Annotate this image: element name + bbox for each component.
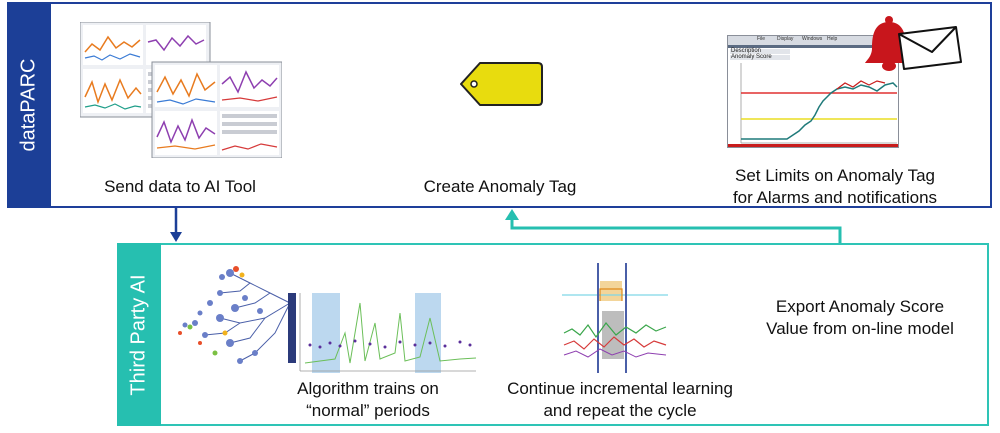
caption-line: Algorithm trains on	[297, 379, 439, 398]
caption-line: and repeat the cycle	[543, 401, 697, 420]
incremental-learning-chart	[562, 263, 668, 373]
series-label: Anomaly Score	[731, 54, 772, 60]
training-visualization	[160, 263, 478, 373]
envelope-icon	[896, 24, 964, 70]
step-create-tag-caption: Create Anomaly Tag	[423, 177, 577, 196]
caption-line: Set Limits on Anomaly Tag	[734, 166, 935, 185]
arrow-up-to-dataparc	[505, 209, 842, 243]
third-party-band: Third Party AI	[117, 243, 161, 426]
arrow-down-to-ai	[170, 208, 182, 242]
caption-line: “normal” periods	[306, 401, 430, 420]
step-send-data-caption: Send data to AI Tool	[104, 177, 256, 196]
caption-line: for Alarms and notifications	[732, 188, 938, 207]
caption-line: Export Anomaly Score	[775, 297, 945, 316]
tag-icon	[458, 60, 544, 108]
menu-help[interactable]: Help	[827, 36, 838, 42]
third-party-ai-section	[117, 243, 989, 426]
anomaly-chart-window: File Display Windows Help Description An…	[727, 35, 899, 148]
caption-line: Value from on-line model	[766, 319, 954, 338]
menu-display[interactable]: Display	[777, 36, 794, 42]
dashboard-screenshots	[80, 22, 282, 158]
step-training-caption: Algorithm trains on “normal” periods	[268, 378, 468, 422]
step-export-caption: Export Anomaly Score Value from on-line …	[740, 296, 980, 340]
menu-file[interactable]: File	[757, 36, 766, 42]
caption-line: Continue incremental learning	[507, 379, 733, 398]
dataparc-band: dataPARC	[7, 2, 51, 208]
step-incremental-caption: Continue incremental learning and repeat…	[470, 378, 770, 422]
menu-windows[interactable]: Windows	[802, 36, 823, 42]
description-label: Description	[731, 48, 762, 54]
step-set-limits-caption: Set Limits on Anomaly Tag for Alarms and…	[700, 165, 970, 209]
